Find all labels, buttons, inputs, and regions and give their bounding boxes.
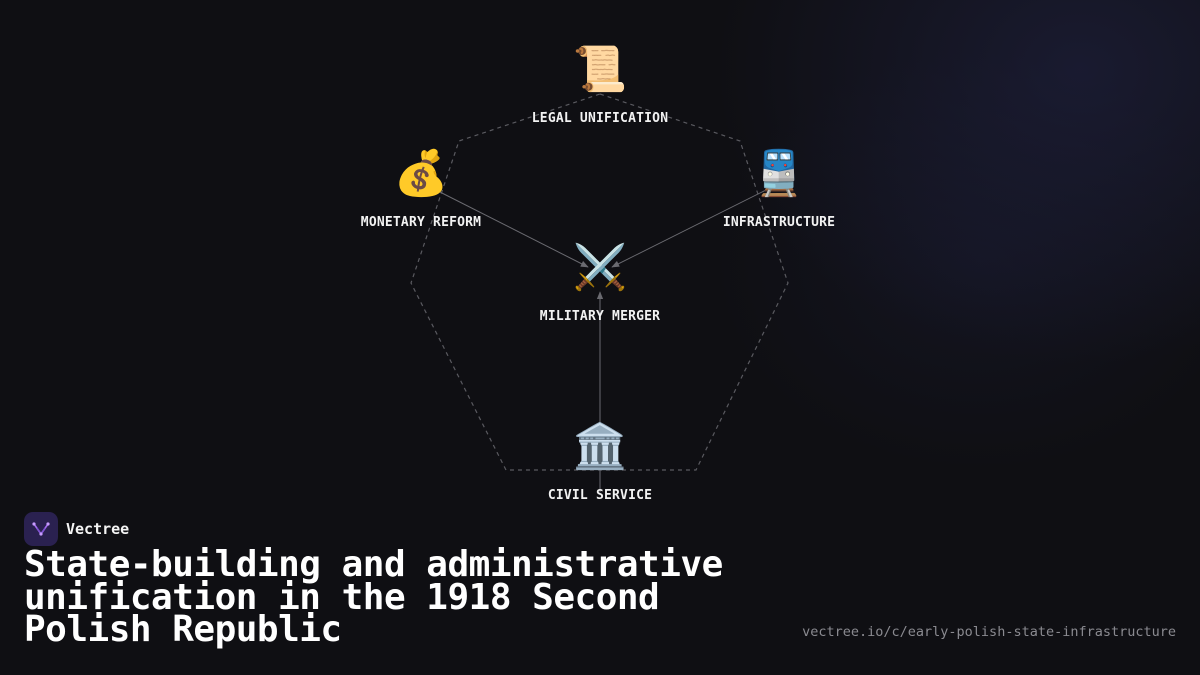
brand-name: Vectree xyxy=(66,520,130,538)
brand[interactable]: Vectree xyxy=(24,512,129,546)
vectree-logo-icon xyxy=(24,512,58,546)
node-label-infrastructure: INFRASTRUCTURE xyxy=(722,215,836,230)
node-label-military-merger: MILITARY MERGER xyxy=(539,309,661,324)
scroll-icon: 📜 xyxy=(572,44,628,95)
node-label-legal-unification: LEGAL UNIFICATION xyxy=(531,111,669,126)
crossed-swords-icon: ⚔️ xyxy=(572,242,628,293)
edge-monetary-to-military xyxy=(435,189,589,268)
classical-building-icon: 🏛️ xyxy=(572,421,628,472)
source-url[interactable]: vectree.io/c/early-polish-state-infrastr… xyxy=(802,624,1176,640)
train-icon: 🚆 xyxy=(751,148,807,199)
heptagon-outline xyxy=(410,93,789,471)
edge-infrastructure-to-military xyxy=(611,189,767,268)
node-label-monetary-reform: MONETARY REFORM xyxy=(360,215,482,230)
money-bag-icon: 💰 xyxy=(393,148,449,199)
page-title: State-building and administrative unific… xyxy=(24,544,723,650)
node-label-civil-service: CIVIL SERVICE xyxy=(547,488,653,503)
